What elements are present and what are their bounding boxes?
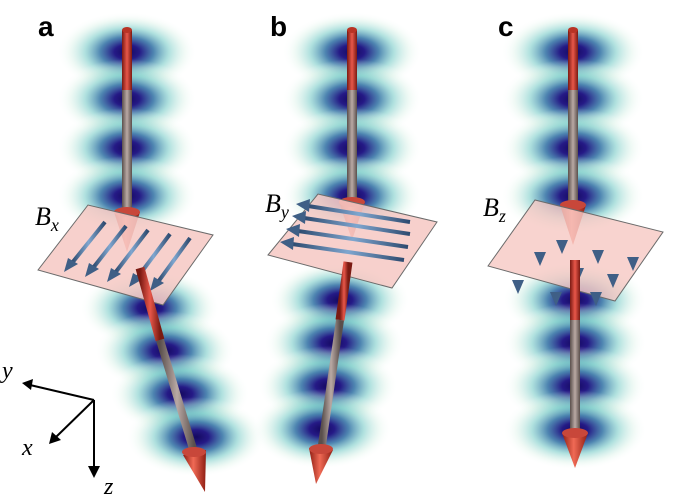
panel-letter-c: c [498, 11, 514, 42]
coordinate-axes: y x z [0, 358, 114, 500]
axis-label-y: y [0, 358, 13, 384]
spin-arrow-outgoing [309, 261, 353, 484]
panel-letter-a: a [38, 11, 54, 42]
panel-letter-b: b [270, 11, 287, 42]
field-arrows [64, 220, 192, 291]
axis-label-z: z [103, 474, 114, 500]
field-label-a: Bx [35, 202, 59, 235]
field-label-b: By [265, 189, 289, 222]
transverse-plane [37, 204, 214, 306]
panel-b: b By [252, 11, 438, 484]
field-arrows [512, 190, 639, 306]
field-label-c: Bz [483, 193, 506, 226]
spin-arrow-outgoing [562, 260, 588, 468]
axis-label-x: x [21, 435, 33, 461]
spin-arrow-outgoing [135, 266, 206, 492]
panel-c: c Bz [483, 11, 664, 470]
field-arrows [280, 199, 411, 262]
panel-a: a Bx [35, 11, 266, 492]
